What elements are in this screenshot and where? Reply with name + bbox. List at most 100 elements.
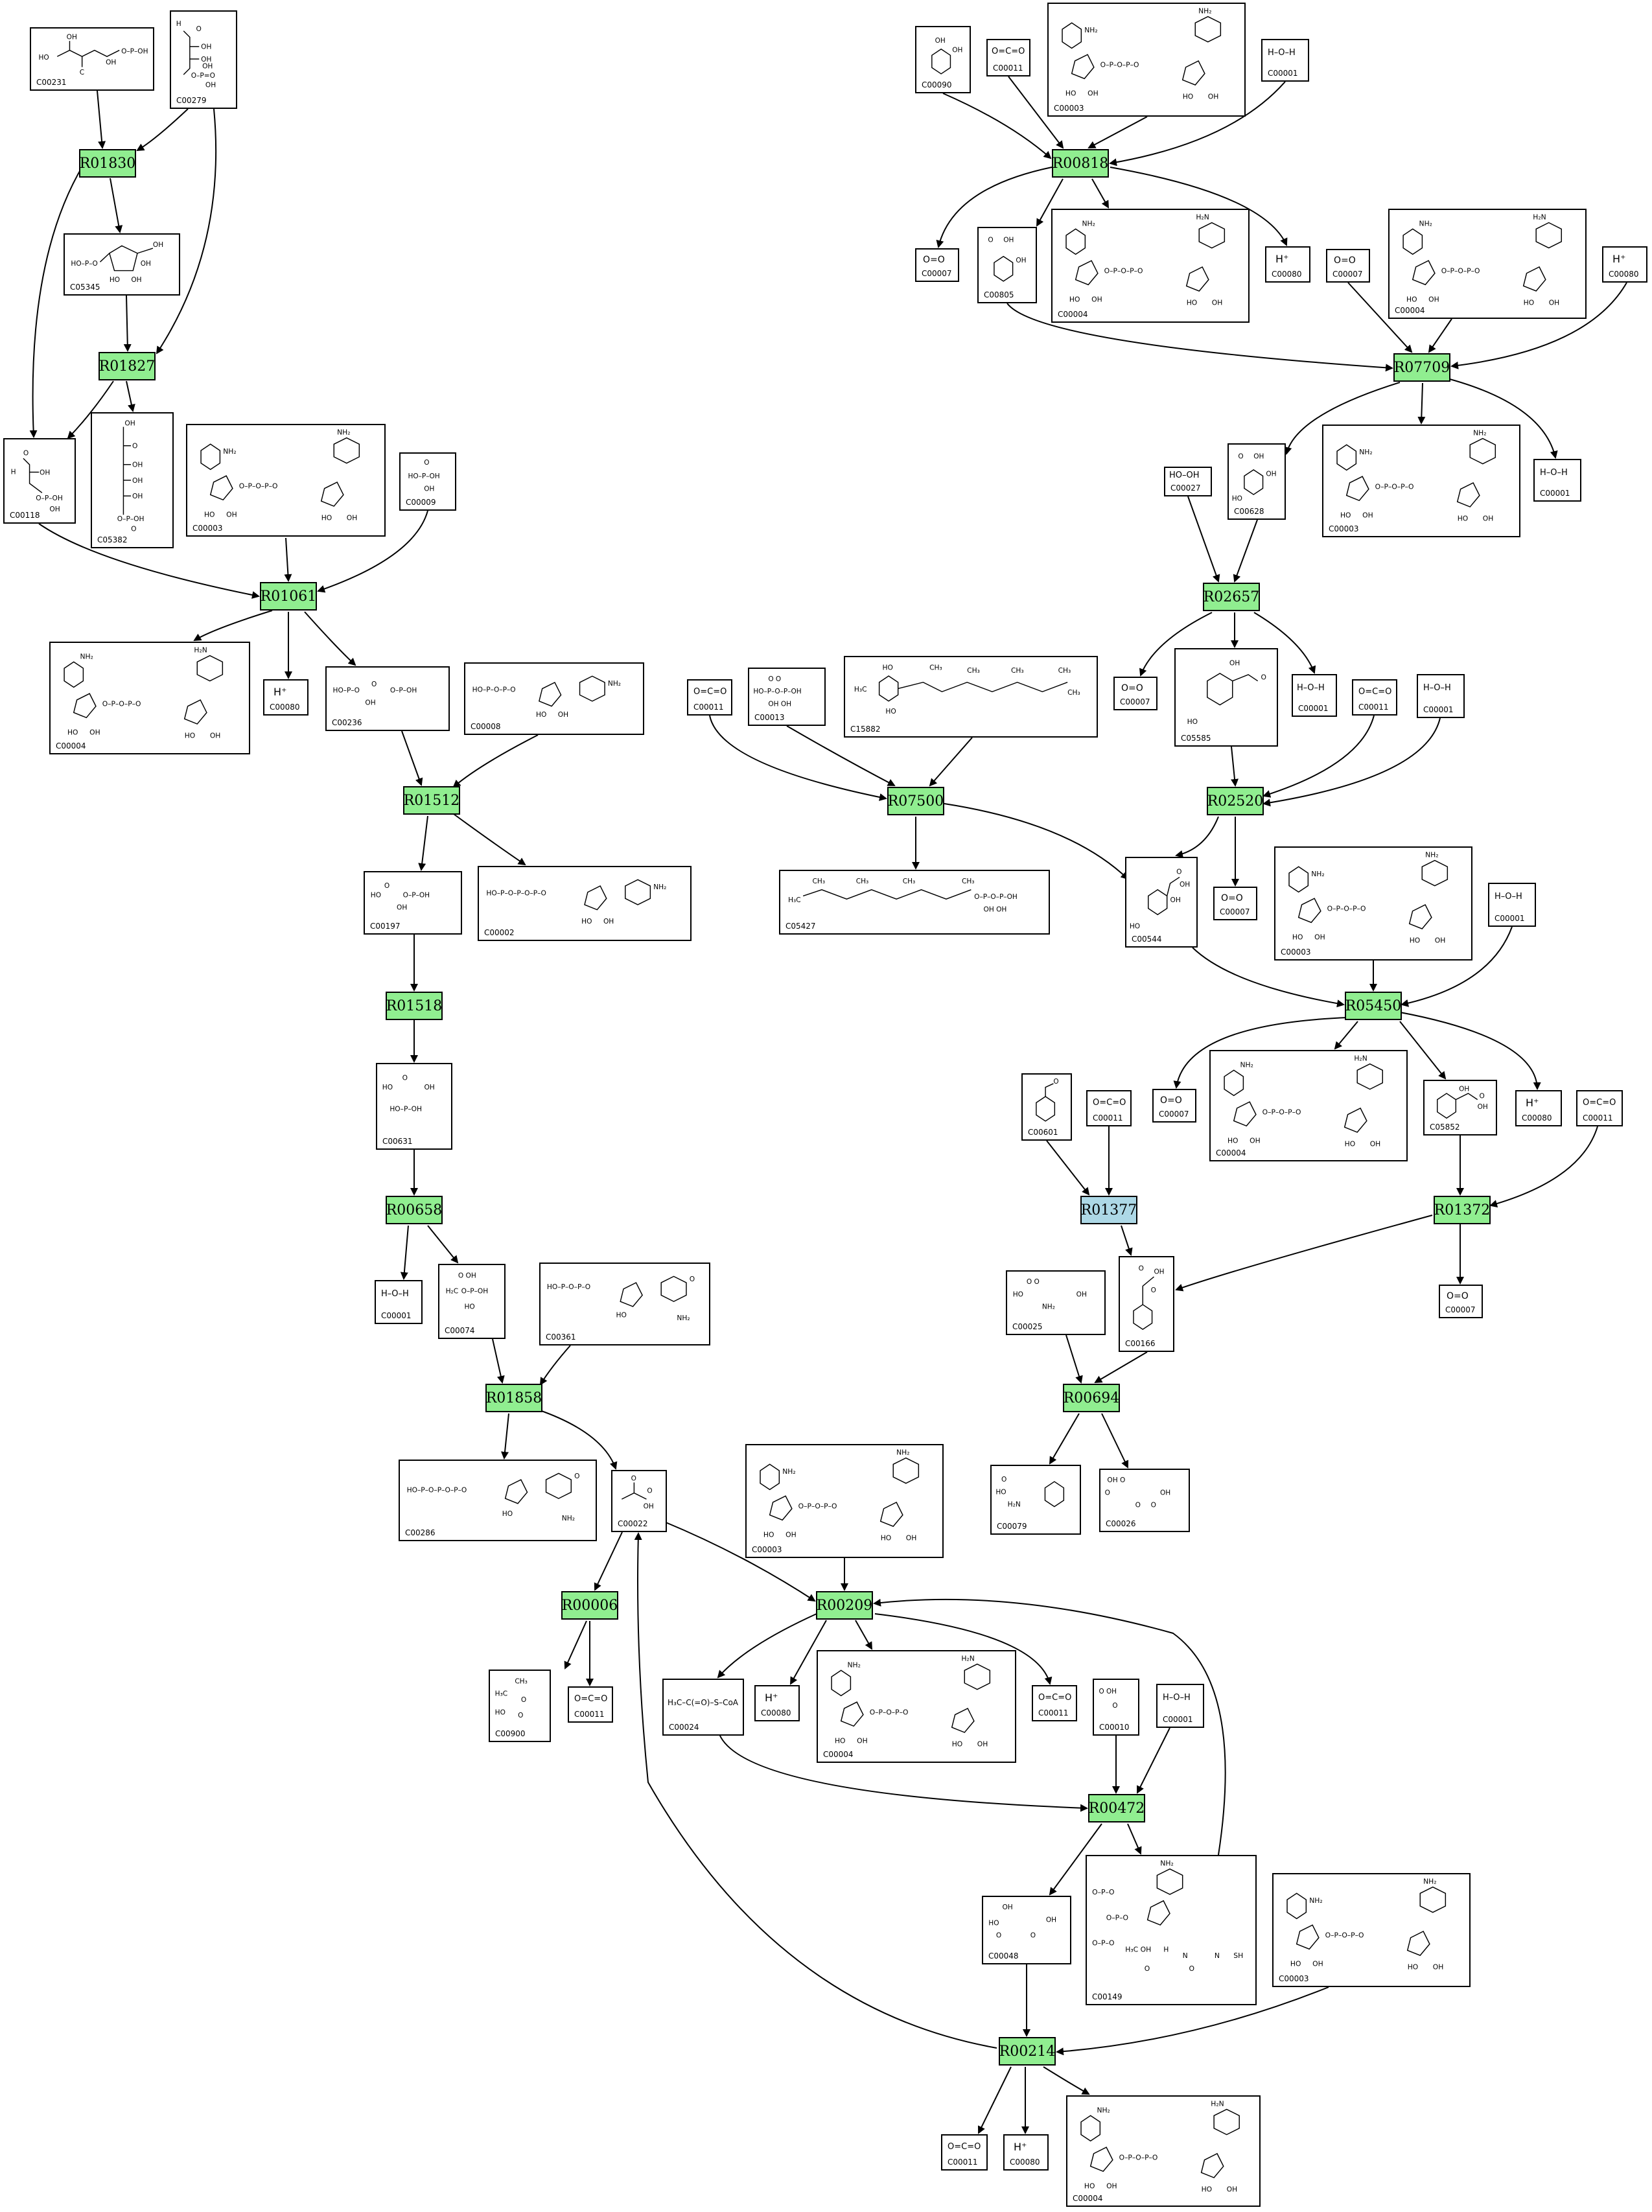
reaction-R00694[interactable]: R00694 [1063, 1384, 1120, 1412]
compound-C00024[interactable]: H₃C–C(=O)–S–CoA C00024 [662, 1679, 744, 1736]
reaction-R01858[interactable]: R01858 [485, 1384, 542, 1412]
reaction-R01377[interactable]: R01377 [1080, 1196, 1137, 1224]
compound-C00011[interactable]: O=C=O C00011 [687, 679, 732, 716]
reaction-R01518[interactable]: R01518 [386, 992, 443, 1020]
reaction-R02657[interactable]: R02657 [1203, 583, 1260, 611]
reaction-R01512[interactable]: R01512 [403, 786, 460, 815]
reaction-R01372[interactable]: R01372 [1434, 1196, 1491, 1224]
compound-C00080[interactable]: H⁺ C00080 [1003, 2134, 1049, 2171]
reaction-R00818[interactable]: R00818 [1052, 149, 1109, 178]
compound-C00011[interactable]: O=C=O C00011 [986, 39, 1030, 76]
compound-C00007[interactable]: O=O C00007 [1439, 1285, 1483, 1318]
compound-C00080[interactable]: H⁺ C00080 [1515, 1090, 1562, 1126]
reaction-R01061[interactable]: R01061 [260, 582, 317, 611]
reaction-R00214[interactable]: R00214 [999, 2037, 1056, 2066]
compound-C00011[interactable]: O=C=O C00011 [1576, 1090, 1623, 1126]
compound-C00001[interactable]: H–O–H C00001 [375, 1280, 423, 1324]
compound-C00011[interactable]: O=C=O C00011 [1352, 679, 1397, 716]
compound-C00007[interactable]: O=O C00007 [915, 248, 959, 282]
compound-C00080[interactable]: H⁺ C00080 [1602, 246, 1647, 283]
compound-C00001[interactable]: H–O–H C00001 [1488, 883, 1536, 927]
reaction-R00006[interactable]: R00006 [561, 1591, 618, 1620]
compound-C00001[interactable]: H–O–H C00001 [1533, 459, 1581, 502]
compound-C00007[interactable]: O=O C00007 [1113, 677, 1158, 710]
compound-C00001[interactable]: H–O–H C00001 [1156, 1684, 1204, 1728]
reaction-R00472[interactable]: R00472 [1088, 1794, 1145, 1822]
compound-C00080[interactable]: H⁺ C00080 [263, 679, 308, 716]
compound-C00080[interactable]: H⁺ C00080 [1265, 246, 1310, 283]
reaction-edge [1121, 1225, 1133, 1256]
reaction-edge [719, 1734, 1088, 1812]
compound-C00080[interactable]: H⁺ C00080 [754, 1685, 800, 1721]
compound-C00007[interactable]: O=O C00007 [1152, 1089, 1196, 1123]
compound-C00011[interactable]: O=C=O C00011 [941, 2134, 988, 2171]
svg-text:NH₂: NH₂ [1419, 219, 1432, 227]
reaction-R07709[interactable]: R07709 [1393, 353, 1450, 382]
compound-id: C00805 [984, 290, 1014, 299]
reaction-R05450[interactable]: R05450 [1345, 992, 1402, 1020]
compound-C00001[interactable]: H–O–H C00001 [1261, 39, 1309, 82]
reaction-R01830[interactable]: R01830 [79, 149, 136, 178]
compound-C00001[interactable]: H–O–H C00001 [1417, 674, 1465, 718]
svg-text:O: O [384, 882, 390, 890]
reaction-R00658[interactable]: R00658 [386, 1196, 443, 1224]
reaction-R02520[interactable]: R02520 [1207, 787, 1264, 815]
compound-C00011[interactable]: O=C=O C00011 [1086, 1090, 1132, 1126]
reaction-R07500[interactable]: R07500 [887, 787, 944, 815]
compound-C00001[interactable]: H–O–H C00001 [1292, 674, 1337, 717]
compound-C00011[interactable]: O=C=O C00011 [1032, 1685, 1077, 1721]
compound-C00007[interactable]: O=O C00007 [1213, 887, 1257, 920]
reaction-R01827[interactable]: R01827 [99, 352, 156, 380]
compound-C00601[interactable]: O C00601 [1021, 1073, 1072, 1141]
reaction-R00209[interactable]: R00209 [816, 1591, 873, 1620]
compound-C00027[interactable]: HO–OH C00027 [1164, 467, 1212, 496]
compound-C00011[interactable]: O=C=O C00011 [568, 1686, 613, 1723]
reaction-edge [929, 737, 973, 787]
compound-C00007[interactable]: O=O C00007 [1326, 249, 1370, 283]
